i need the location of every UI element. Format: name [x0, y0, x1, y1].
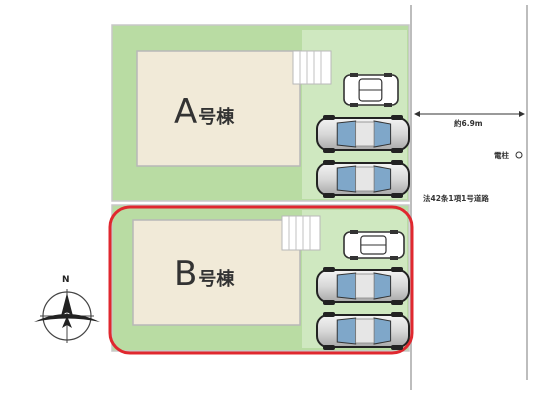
parked-car-icon: [316, 115, 410, 153]
parked-car-icon: [343, 230, 405, 260]
building-b-letter: B: [174, 254, 199, 294]
road-width-dimension: [414, 111, 525, 117]
building-b: [132, 219, 301, 326]
stairs-a: [292, 50, 332, 85]
road-name-label: 法42条1項1号道路: [423, 194, 489, 203]
utility-pole-label: 電柱: [494, 151, 509, 160]
building-a: [136, 50, 301, 167]
north-label: N: [62, 275, 70, 285]
building-a-label: A号棟: [174, 92, 234, 132]
parking-cars: [316, 73, 410, 350]
parked-car-icon: [316, 267, 410, 305]
building-a-suffix: 号棟: [198, 107, 235, 128]
building-a-letter: A: [174, 92, 199, 132]
parked-car-icon: [316, 312, 410, 350]
building-b-label: B号棟: [174, 254, 234, 294]
building-b-suffix: 号棟: [198, 269, 235, 290]
parked-car-icon: [316, 160, 410, 198]
utility-pole-icon: [515, 151, 523, 159]
road-width-label: 約6.9m: [454, 119, 483, 128]
lot-b-highlight: [108, 205, 414, 355]
parked-car-icon: [343, 73, 399, 107]
stairs-b: [281, 215, 321, 251]
north-compass-icon: [34, 289, 100, 343]
lot-a: [111, 24, 410, 202]
